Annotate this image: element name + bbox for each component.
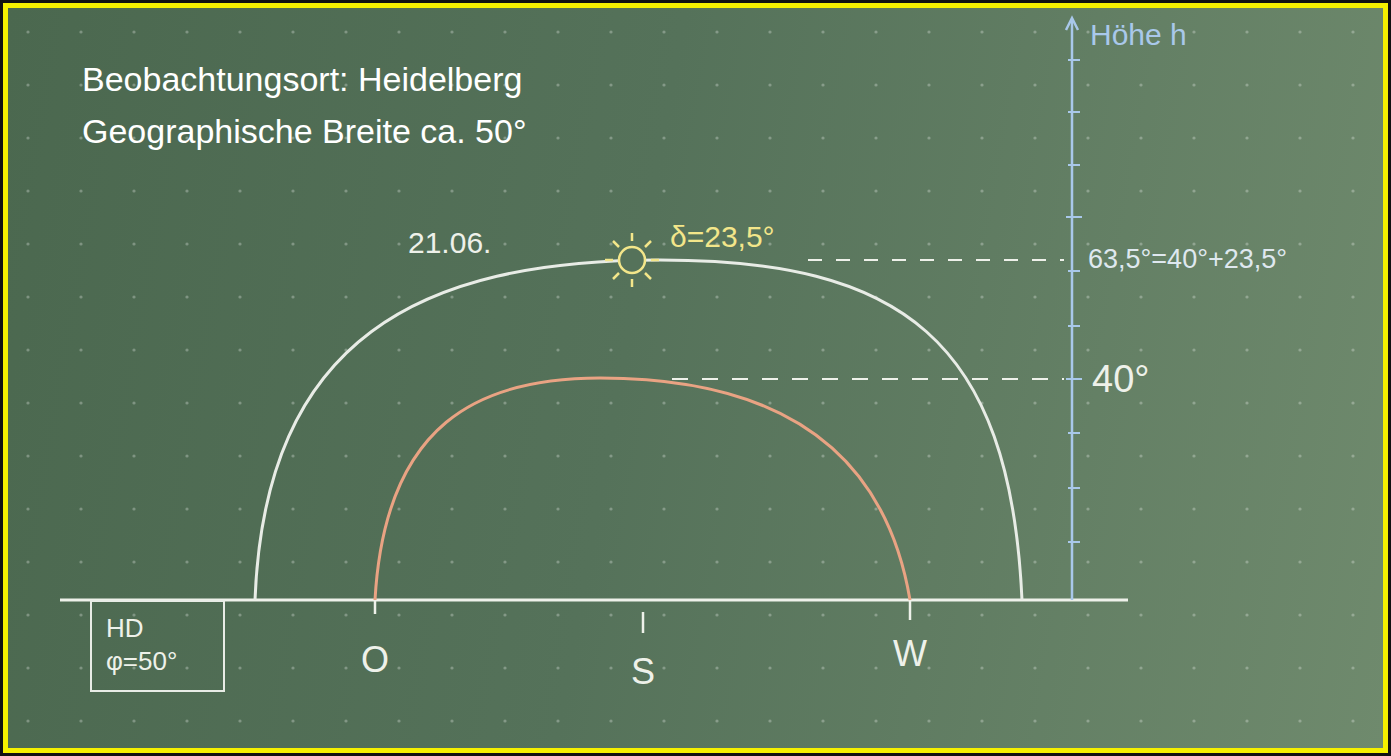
box-text: φ=50° [106, 645, 209, 678]
summer-sun-path [255, 260, 1022, 600]
chalkboard: Beobachtungsort: HeidelbergGeographische… [3, 3, 1388, 753]
direction-label: W [893, 634, 927, 674]
angle-formula: 63,5°=40°+23,5° [1088, 245, 1287, 275]
tick [909, 600, 912, 620]
equinox-sun-path [375, 378, 910, 600]
axis-arrowhead [1066, 18, 1078, 30]
tick [642, 612, 645, 633]
dashed-line [672, 378, 1064, 380]
box-text: HD [106, 612, 209, 645]
dot-grid [8, 8, 1388, 753]
declination-label: δ=23,5° [670, 220, 775, 253]
tick [374, 600, 377, 614]
date-label: 21.06. [408, 226, 491, 259]
direction-label: O [361, 640, 389, 680]
location-text: Beobachtungsort: Heidelberg [82, 61, 522, 98]
dashed-line [808, 259, 1064, 261]
latitude-text: Geographische Breite ca. 50° [82, 113, 527, 150]
angle-label: 40° [1092, 359, 1149, 401]
direction-label: S [631, 652, 655, 692]
axis-ticks [1066, 60, 1082, 542]
axis-title: Höhe h [1090, 18, 1187, 51]
sun-symbol [605, 233, 659, 287]
height-axis [1071, 20, 1074, 600]
location-box: HDφ=50° [90, 600, 225, 692]
